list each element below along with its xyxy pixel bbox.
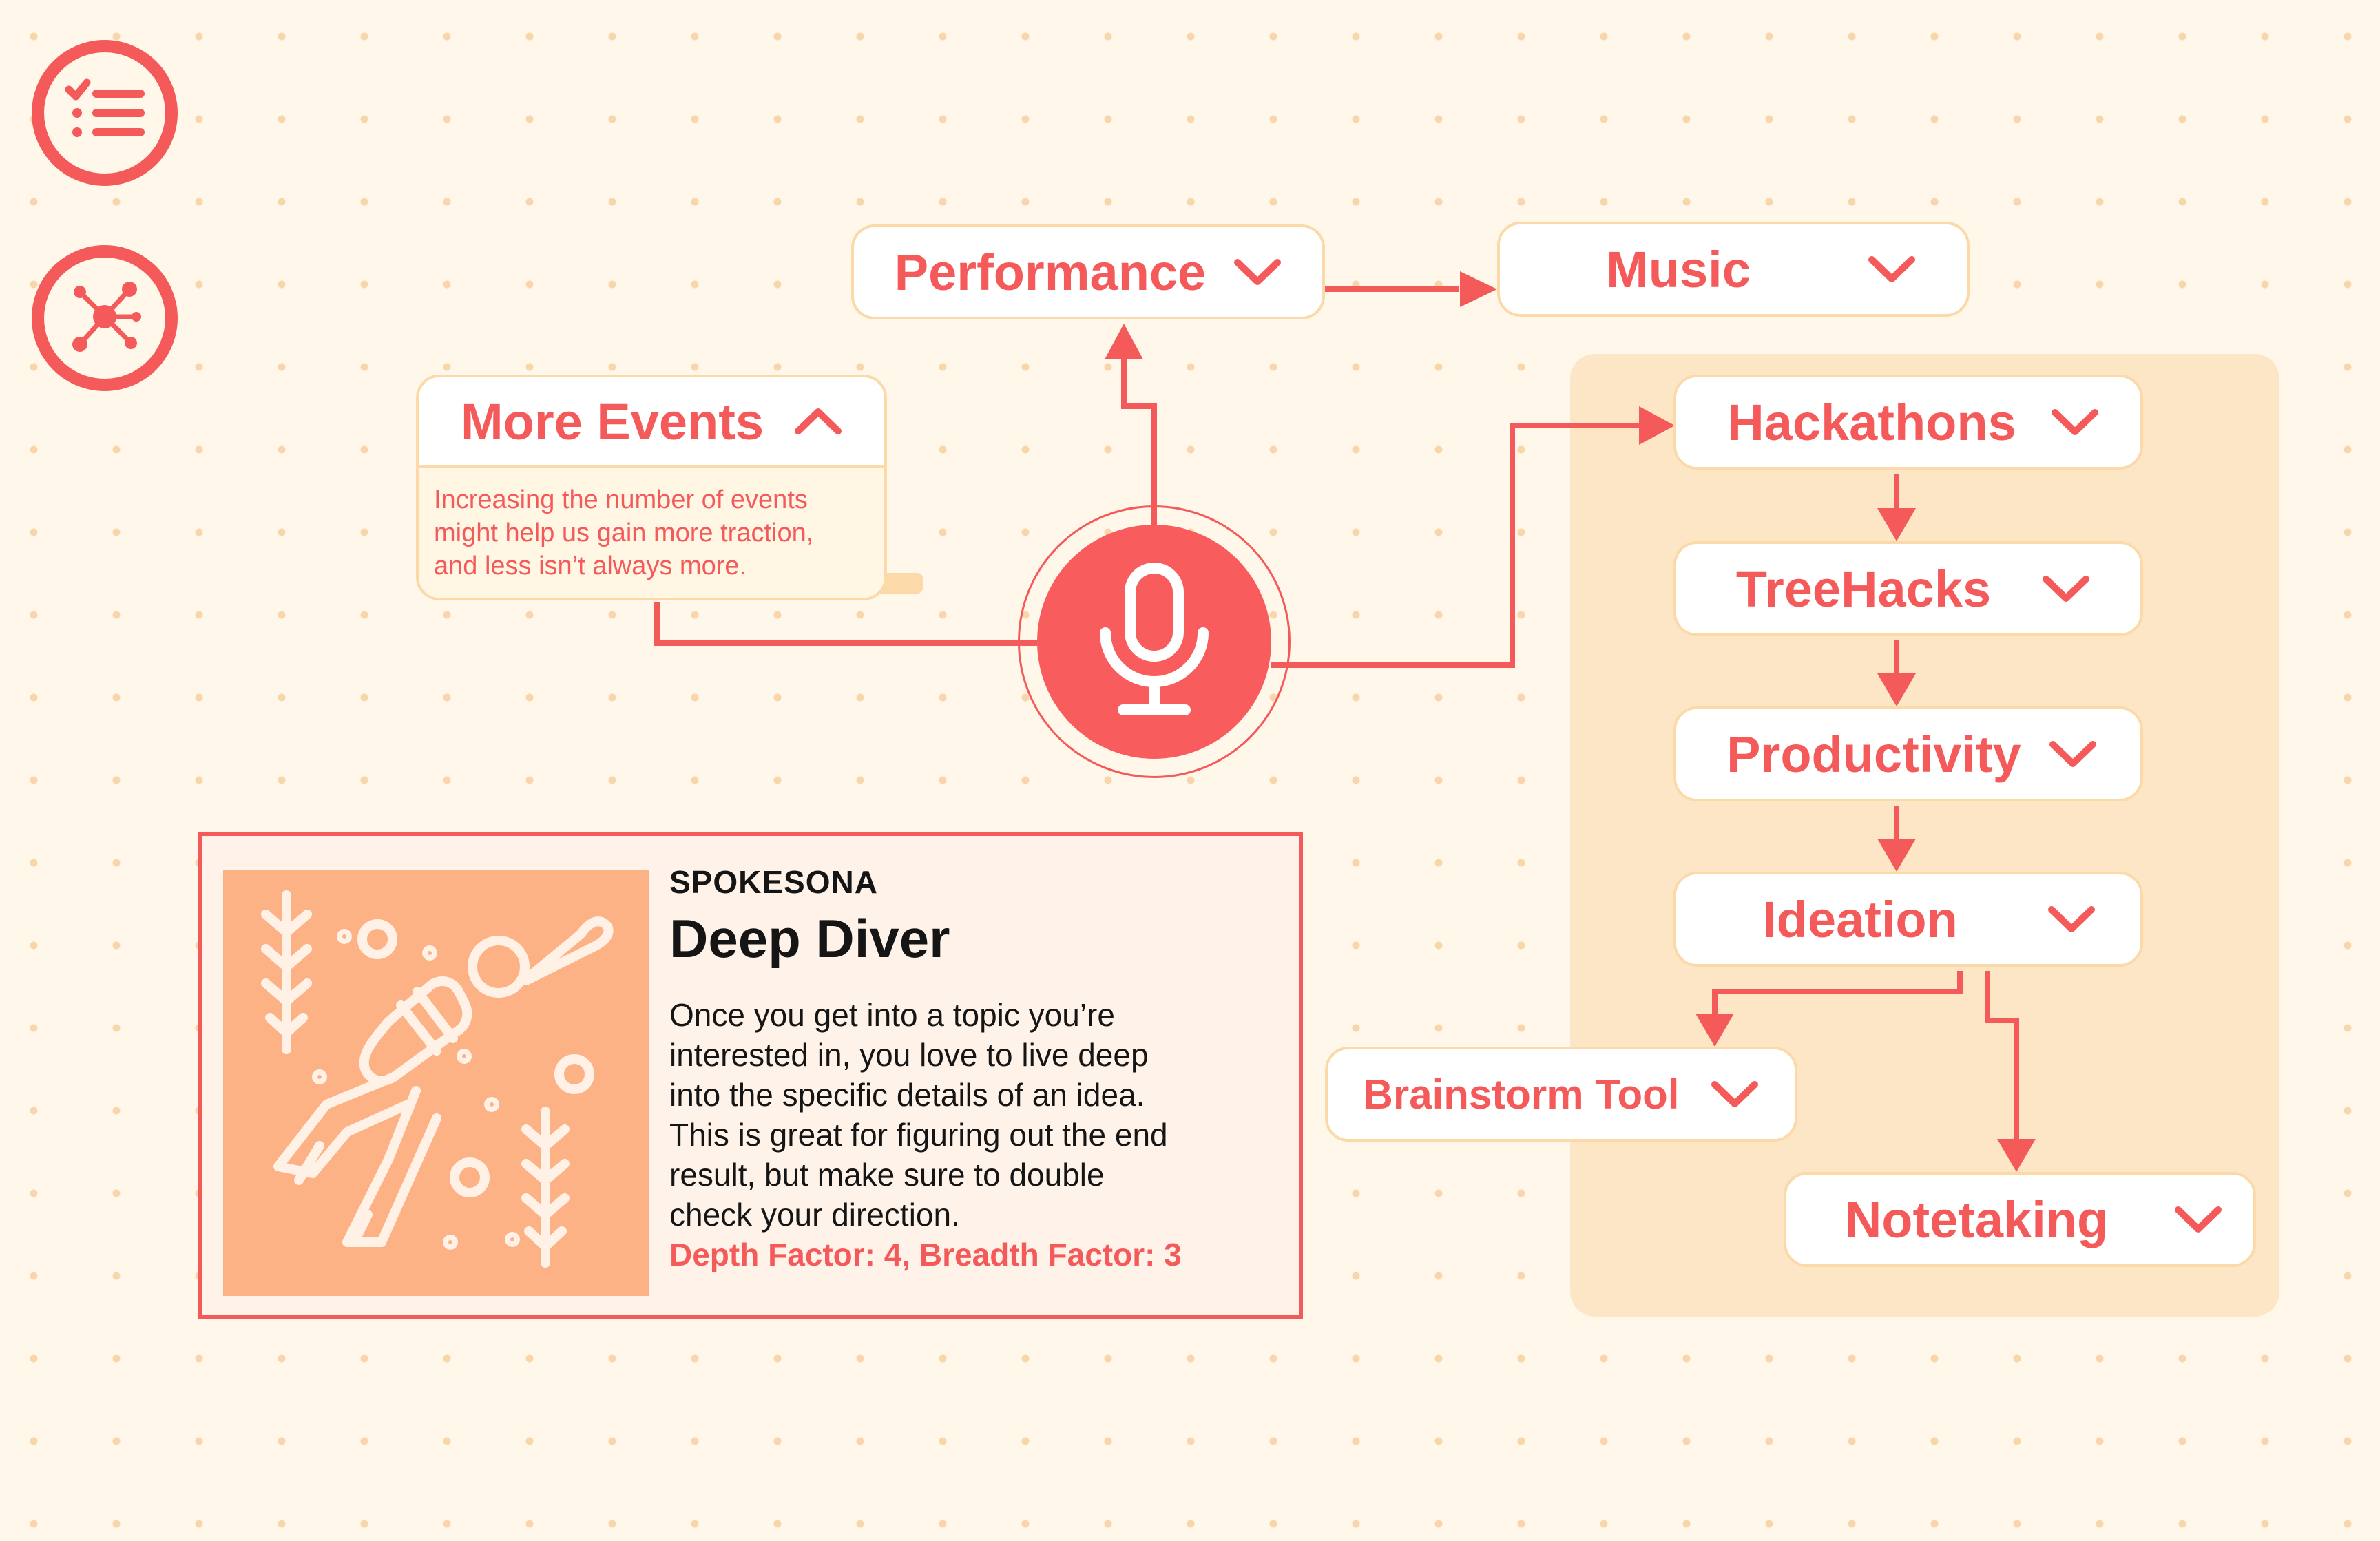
arrowhead-music bbox=[1460, 271, 1497, 307]
mic-ring bbox=[1018, 505, 1291, 778]
description-line: interested in, you love to live deep bbox=[669, 1037, 1149, 1073]
record-button[interactable] bbox=[1037, 525, 1271, 759]
node-productivity-label: Productivity bbox=[1726, 725, 2021, 783]
chevron-down-icon bbox=[2051, 409, 2098, 435]
description-line: into the specific details of an idea. bbox=[669, 1077, 1145, 1113]
node-treehacks-label: TreeHacks bbox=[1735, 560, 1992, 618]
chevron-down-icon bbox=[1868, 256, 1915, 282]
chevron-down-icon bbox=[1711, 1081, 1759, 1107]
node-music-label: Music bbox=[1606, 240, 1751, 298]
microphone-icon bbox=[1096, 561, 1213, 723]
description-line: Increasing the number of events bbox=[434, 485, 808, 514]
description-line: Once you get into a topic you’re bbox=[669, 997, 1115, 1033]
topic-group-panel bbox=[1570, 354, 2279, 1317]
node-productivity[interactable]: Productivity bbox=[1673, 706, 2143, 801]
chevron-down-icon bbox=[2175, 1206, 2222, 1233]
node-notetaking[interactable]: Notetaking bbox=[1784, 1172, 2256, 1267]
node-more-events-label: More Events bbox=[460, 392, 764, 450]
diver-illustration bbox=[223, 870, 649, 1296]
chevron-down-icon bbox=[2049, 741, 2096, 767]
spokesona-card: SPOKESONA Deep Diver Once you get into a… bbox=[198, 832, 1303, 1319]
card-kicker: SPOKESONA bbox=[669, 864, 878, 900]
chevron-down-icon bbox=[2043, 576, 2090, 602]
node-performance-label: Performance bbox=[894, 243, 1207, 301]
network-icon bbox=[65, 277, 145, 360]
description-line: check your direction. bbox=[669, 1197, 960, 1233]
description-line: and less isn’t always more. bbox=[434, 552, 747, 580]
description-line: result, but make sure to double bbox=[669, 1157, 1105, 1193]
chevron-down-icon bbox=[2047, 906, 2095, 932]
description-line: This is great for figuring out the end bbox=[669, 1117, 1168, 1153]
node-more-events-description: Increasing the number of events might he… bbox=[419, 468, 884, 598]
node-ideation[interactable]: Ideation bbox=[1673, 872, 2143, 967]
node-music[interactable]: Music bbox=[1497, 222, 1970, 317]
description-line: might help us gain more traction, bbox=[434, 518, 814, 547]
node-performance[interactable]: Performance bbox=[851, 224, 1325, 319]
node-ideation-label: Ideation bbox=[1762, 890, 1958, 948]
card-title: Deep Diver bbox=[669, 908, 950, 969]
edge-center-more-events bbox=[654, 602, 1037, 646]
checklist-icon bbox=[63, 77, 146, 149]
node-brainstorm-tool-label: Brainstorm Tool bbox=[1363, 1071, 1680, 1118]
edge-center-performance bbox=[1121, 358, 1157, 525]
chevron-down-icon bbox=[1234, 259, 1282, 285]
node-hackathons[interactable]: Hackathons bbox=[1673, 375, 2143, 470]
node-more-events[interactable]: More Events Increasing the number of eve… bbox=[416, 375, 887, 600]
chevron-up-icon bbox=[795, 408, 842, 434]
arrowhead-performance bbox=[1105, 324, 1143, 359]
network-view-button[interactable] bbox=[32, 245, 178, 391]
node-hackathons-label: Hackathons bbox=[1727, 393, 2016, 451]
node-brainstorm-tool[interactable]: Brainstorm Tool bbox=[1325, 1047, 1797, 1142]
node-treehacks[interactable]: TreeHacks bbox=[1673, 541, 2143, 636]
card-description: Once you get into a topic you’re interes… bbox=[669, 995, 1275, 1235]
checklist-button[interactable] bbox=[32, 40, 178, 186]
node-notetaking-label: Notetaking bbox=[1844, 1191, 2109, 1248]
card-factors: Depth Factor: 4, Breadth Factor: 3 bbox=[669, 1237, 1182, 1272]
